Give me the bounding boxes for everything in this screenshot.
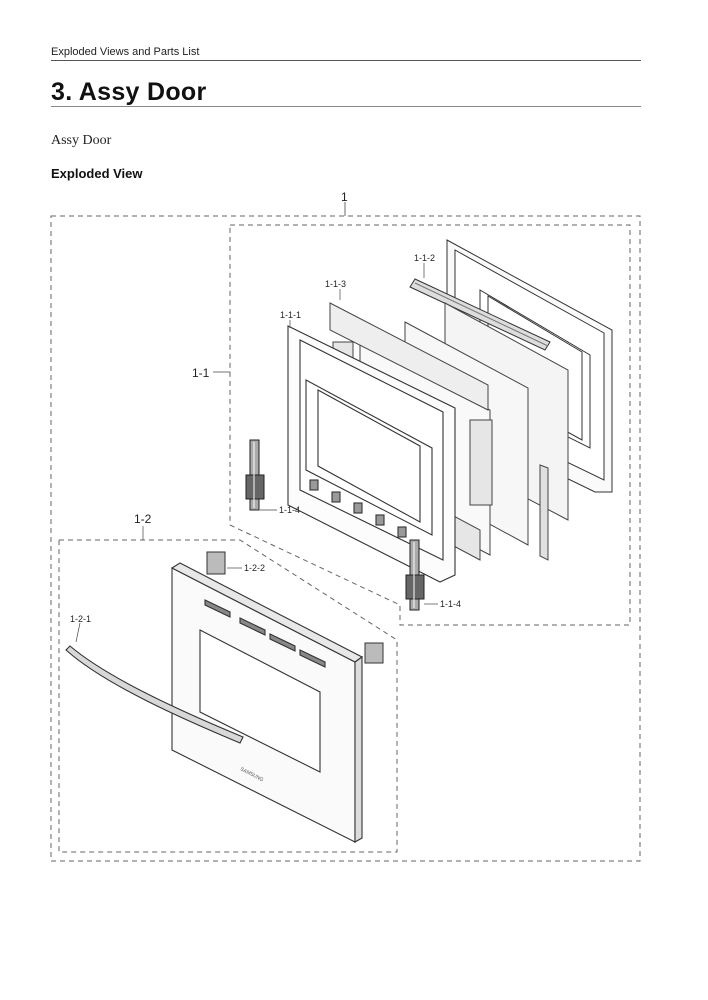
callout-1-1: 1-1 (192, 366, 210, 380)
assembly-1-1-boundary (229, 224, 631, 626)
side-rail-part (539, 464, 549, 561)
header-divider (51, 60, 641, 61)
hinge-left-part (245, 439, 265, 511)
callout-1-1-2: 1-1-2 (414, 253, 435, 263)
top-seal-strip-part (409, 278, 551, 351)
title-divider (51, 106, 641, 107)
assembly-1-boundary (50, 215, 641, 862)
section-subtitle: Assy Door (51, 133, 112, 148)
callout-1-2-2: 1-2-2 (244, 563, 265, 573)
running-header: Exploded Views and Parts List (51, 46, 200, 58)
page-title: 3. Assy Door (51, 78, 207, 106)
control-bracket-part (206, 551, 384, 664)
door-handle-part (65, 645, 244, 744)
callout-1-1-3: 1-1-3 (325, 279, 346, 289)
inner-door-frame-part (287, 325, 456, 583)
hinge-right-part (405, 539, 425, 611)
callout-1-2-1: 1-2-1 (70, 614, 91, 624)
callout-1-2: 1-2 (134, 512, 152, 526)
outer-door-panel-part (170, 562, 364, 843)
callout-1-1-4-right: 1-1-4 (440, 599, 461, 609)
callout-1-1-1: 1-1-1 (280, 310, 301, 320)
callout-1-1-4-left: 1-1-4 (279, 505, 300, 515)
exploded-view-heading: Exploded View (51, 166, 143, 181)
callout-1: 1 (341, 190, 348, 204)
